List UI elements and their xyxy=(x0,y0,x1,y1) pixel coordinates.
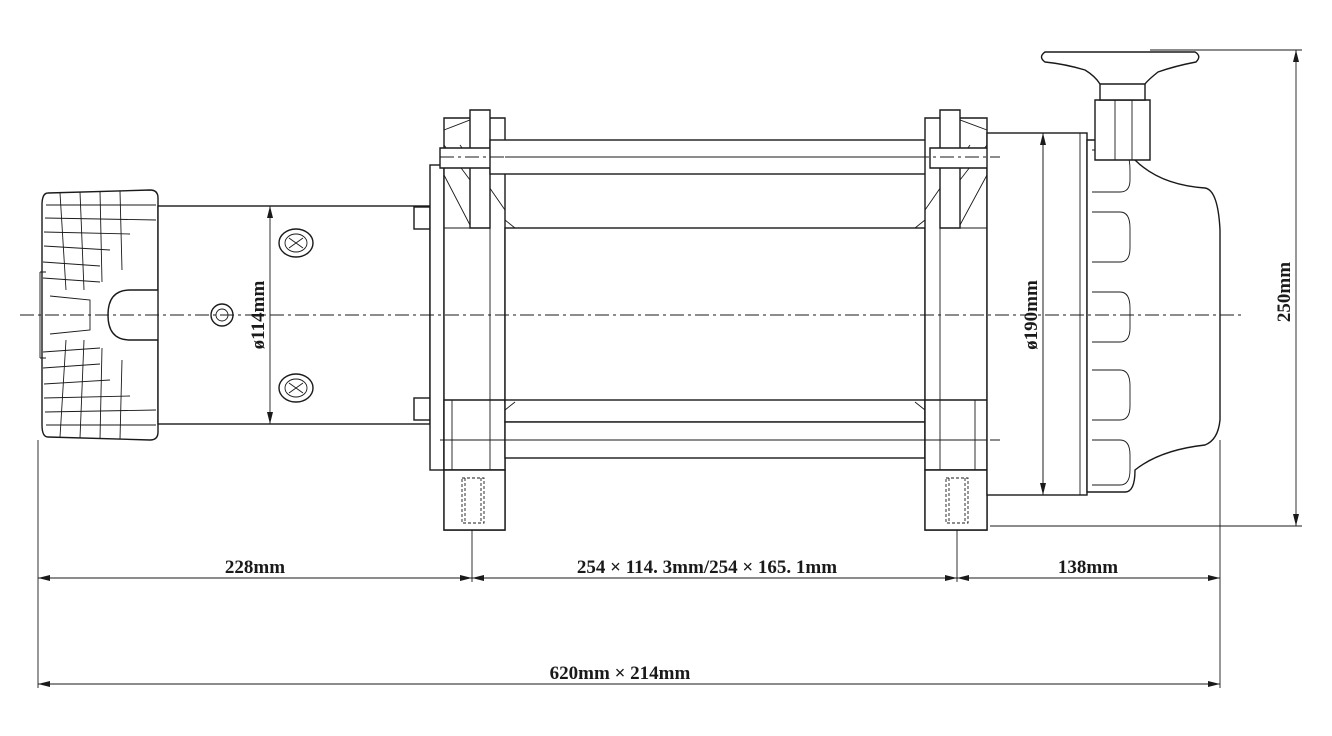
clutch-handle xyxy=(1040,51,1200,161)
left-drum-bracket xyxy=(429,109,506,531)
dim-motor-length: 228mm xyxy=(225,557,285,578)
dimension-lines xyxy=(37,49,1302,688)
dim-overall: 620mm × 214mm xyxy=(550,663,691,684)
dim-gearbox-diameter: ø190mm xyxy=(1021,280,1042,350)
dim-drum-size: 254 × 114. 3mm/254 × 165. 1mm xyxy=(577,557,837,578)
gearbox-housing xyxy=(986,132,1221,496)
terminal-post-lower xyxy=(278,373,314,403)
terminal-post-upper xyxy=(278,228,314,258)
dim-gearbox-length: 138mm xyxy=(1058,557,1118,578)
centerlines xyxy=(20,156,1245,441)
winch-drum xyxy=(489,139,941,459)
right-drum-bracket xyxy=(924,109,991,531)
dim-motor-diameter: ø114mm xyxy=(248,281,269,350)
dim-height: 250mm xyxy=(1274,262,1295,322)
